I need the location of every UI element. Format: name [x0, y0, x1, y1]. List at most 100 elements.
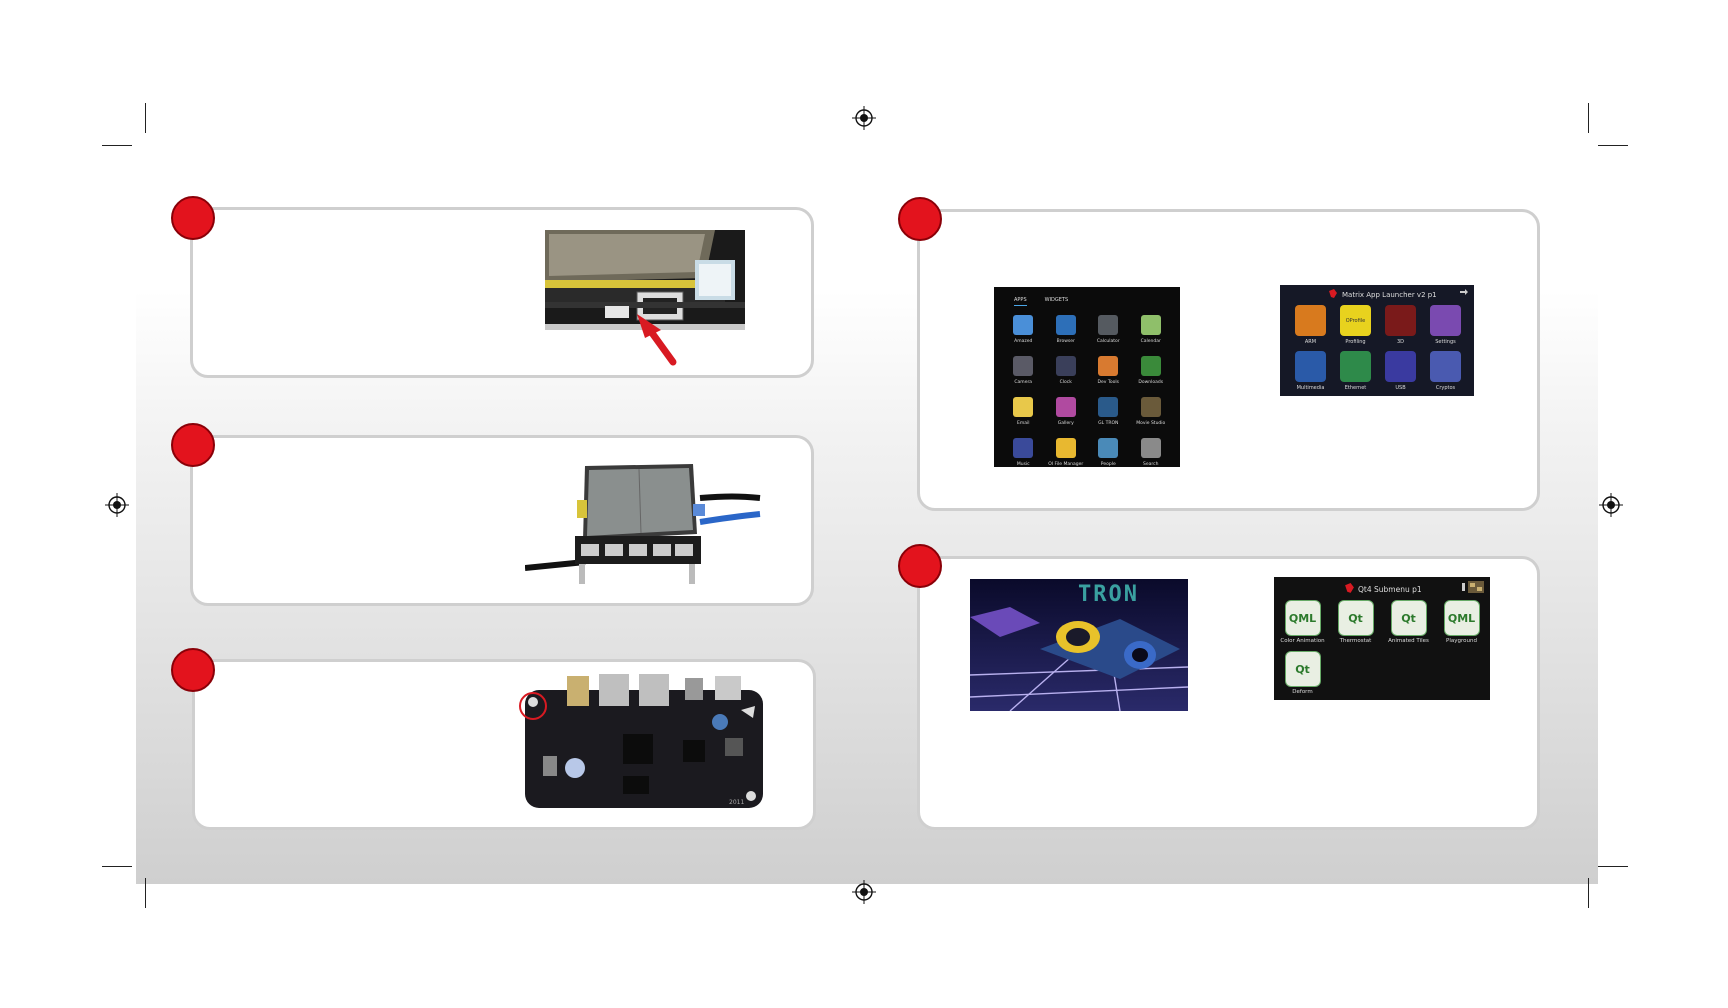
app-launcher-item[interactable]: Browser: [1045, 315, 1088, 344]
qt-app-label: Playground: [1446, 638, 1477, 644]
app-label: GL TRON: [1098, 421, 1119, 426]
app-label: Clock: [1059, 380, 1072, 385]
qt-app-icon: Qt: [1391, 601, 1426, 635]
matrix-app-item[interactable]: ARM: [1288, 305, 1333, 345]
app-icon: [1098, 438, 1119, 458]
qt-app-icon: Qt: [1285, 652, 1320, 686]
app-icon: [1013, 397, 1034, 417]
app-launcher-item[interactable]: GL TRON: [1087, 397, 1130, 426]
app-launcher-item[interactable]: Search: [1130, 438, 1173, 467]
status-icons: [1462, 581, 1484, 593]
crop-mark: [102, 866, 132, 867]
app-launcher-item[interactable]: OI File Manager: [1045, 438, 1088, 467]
app-launcher-item[interactable]: Clock: [1045, 356, 1088, 385]
app-icon: [1140, 356, 1161, 376]
crop-mark: [145, 103, 146, 133]
tab-apps[interactable]: APPS: [1014, 297, 1027, 306]
circuit-board-photo: 2011: [519, 674, 763, 808]
qt-app-item[interactable]: QML Playground: [1435, 601, 1488, 644]
qt-app-label: Thermostat: [1339, 638, 1372, 644]
app-label: Downloads: [1138, 380, 1164, 385]
app-label: Browser: [1056, 339, 1075, 344]
step-marker-4: [898, 197, 942, 241]
step-marker-2: [171, 423, 215, 467]
matrix-app-item[interactable]: Ethernet: [1333, 351, 1378, 391]
gl-tron-game-screenshot: TRON: [970, 579, 1188, 711]
matrix-app-icon: OProfile: [1340, 305, 1371, 336]
app-launcher-item[interactable]: Music: [1002, 438, 1045, 467]
app-icon: [1055, 356, 1076, 376]
matrix-app-icon: [1295, 305, 1326, 336]
app-icon: [1013, 356, 1034, 376]
app-launcher-item[interactable]: Movie Studio: [1130, 397, 1173, 426]
matrix-app-item[interactable]: Multimedia: [1288, 351, 1333, 391]
crop-mark: [102, 145, 132, 146]
app-launcher-item[interactable]: Downloads: [1130, 356, 1173, 385]
app-icon: [1098, 356, 1119, 376]
app-launcher-item[interactable]: People: [1087, 438, 1130, 467]
app-icon: [1055, 315, 1076, 335]
app-icon: [1140, 438, 1161, 458]
exit-arrow-icon[interactable]: [1460, 289, 1468, 295]
matrix-app-label: Cryptos: [1435, 385, 1456, 391]
qt-app-icon: Qt: [1338, 601, 1373, 635]
app-label: Search: [1143, 462, 1159, 467]
app-icon: [1140, 397, 1161, 417]
app-label: Email: [1017, 421, 1030, 426]
matrix-app-item[interactable]: Settings: [1423, 305, 1468, 345]
app-launcher-item[interactable]: Dev Tools: [1087, 356, 1130, 385]
registration-mark-icon: [1599, 493, 1623, 517]
tron-logo: TRON: [1078, 582, 1139, 607]
matrix-app-label: USB: [1395, 385, 1406, 391]
sd-card-slot-photo: [545, 230, 745, 366]
tab-widgets[interactable]: WIDGETS: [1044, 297, 1069, 303]
app-label: Movie Studio: [1136, 421, 1166, 426]
registration-mark-icon: [105, 493, 129, 517]
crop-mark: [1598, 866, 1628, 867]
ti-logo-icon: [1345, 583, 1354, 593]
qt-app-icon: QML: [1285, 601, 1320, 635]
app-launcher-item[interactable]: Calendar: [1130, 315, 1173, 344]
registration-mark-icon: [852, 880, 876, 904]
registration-mark-icon: [852, 106, 876, 130]
board-marking: 2011: [729, 799, 744, 806]
app-label: Music: [1016, 462, 1030, 467]
crop-mark: [1588, 103, 1589, 133]
app-label: Amazed: [1014, 339, 1033, 344]
app-launcher-item[interactable]: Gallery: [1045, 397, 1088, 426]
qt-app-icon: QML: [1444, 601, 1479, 635]
crop-mark: [1598, 145, 1628, 146]
matrix-app-item[interactable]: 3D: [1378, 305, 1423, 345]
ti-logo-icon: [1329, 289, 1337, 298]
app-icon: [1013, 438, 1034, 458]
matrix-app-item[interactable]: USB: [1378, 351, 1423, 391]
matrix-app-icon: [1430, 305, 1461, 336]
app-label: People: [1100, 462, 1116, 467]
app-label: Calendar: [1140, 339, 1161, 344]
qt-app-item[interactable]: QML Color Animation: [1276, 601, 1329, 644]
matrix-app-item[interactable]: Cryptos: [1423, 351, 1468, 391]
app-launcher-item[interactable]: Amazed: [1002, 315, 1045, 344]
qt-app-label: Color Animation: [1280, 638, 1325, 644]
matrix-app-icon: [1430, 351, 1461, 382]
qt-app-label: Animated Tiles: [1388, 638, 1429, 644]
step-marker-5: [898, 544, 942, 588]
app-icon: [1055, 438, 1076, 458]
app-launcher-item[interactable]: Camera: [1002, 356, 1045, 385]
qt4-title: Qt4 Submenu p1: [1358, 585, 1422, 594]
app-launcher-item[interactable]: Calculator: [1087, 315, 1130, 344]
crop-mark: [145, 878, 146, 908]
qt-app-label: Deform: [1292, 689, 1313, 695]
app-label: OI File Manager: [1048, 462, 1084, 467]
app-icon: [1098, 315, 1119, 335]
matrix-app-label: Multimedia: [1296, 385, 1325, 391]
app-launcher-item[interactable]: Email: [1002, 397, 1045, 426]
